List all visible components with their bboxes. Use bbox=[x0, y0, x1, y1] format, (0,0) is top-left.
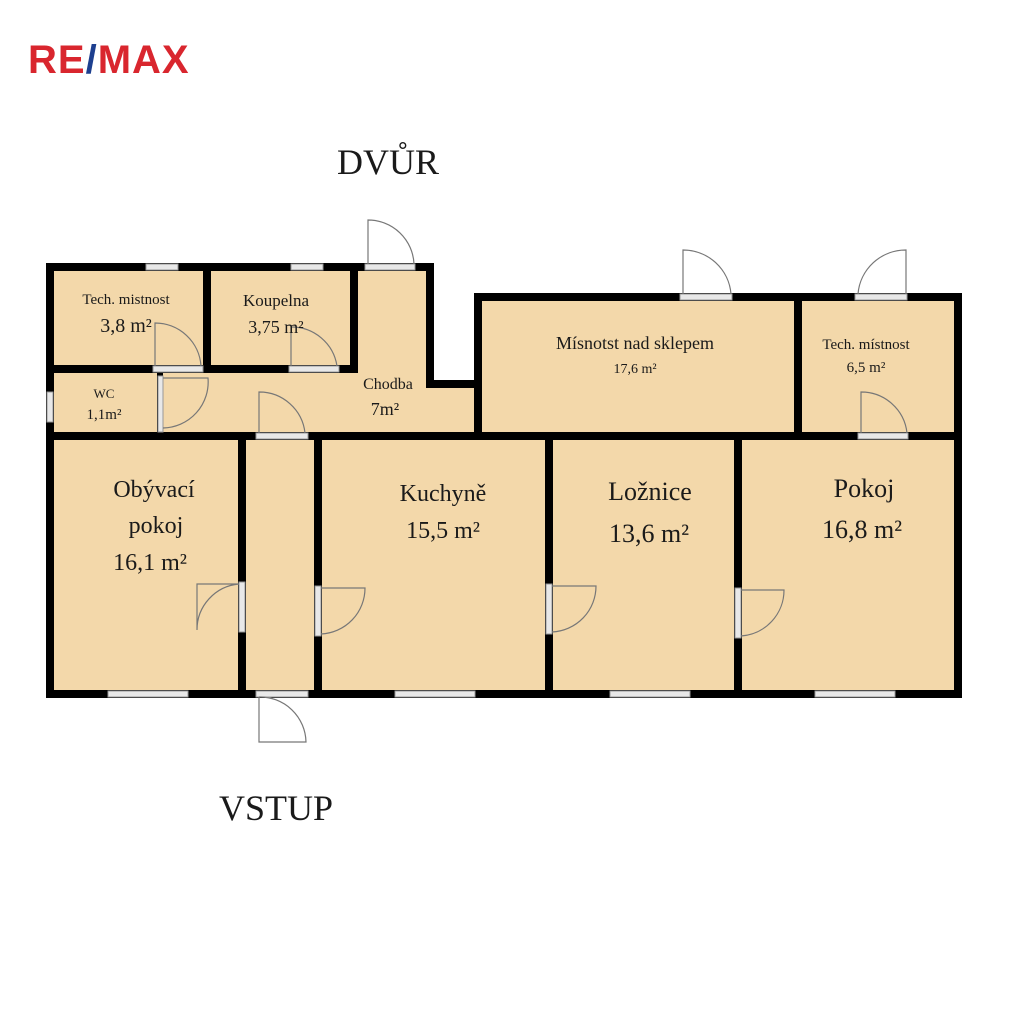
room-area: 1,1m² bbox=[87, 407, 122, 423]
room-area: 7m² bbox=[371, 399, 399, 419]
room-area: 3,8 m² bbox=[100, 315, 152, 337]
logo-text: MAX bbox=[97, 38, 190, 82]
room-name: Ložnice bbox=[608, 477, 692, 506]
room-name: Tech. mistnost bbox=[82, 292, 170, 308]
room-area: 16,8 m² bbox=[822, 515, 902, 544]
logo-text: RE bbox=[28, 38, 86, 82]
room-name: Pokoj bbox=[834, 474, 895, 503]
windows bbox=[46, 263, 909, 698]
room-name: Tech. místnost bbox=[822, 337, 910, 353]
remax-logo: RE/MAX bbox=[28, 38, 190, 83]
room-area: 3,75 m² bbox=[248, 317, 303, 337]
room-name: Mísnotst nad sklepem bbox=[556, 333, 714, 353]
room-area: 6,5 m² bbox=[847, 360, 886, 376]
floor-fill bbox=[50, 267, 958, 694]
room-name: Obývací bbox=[113, 477, 195, 503]
label-bottom: VSTUP bbox=[219, 788, 333, 828]
logo-slash: / bbox=[85, 38, 98, 82]
room-area: 17,6 m² bbox=[613, 362, 656, 377]
room-name: Kuchyně bbox=[400, 481, 487, 507]
room-area: 16,1 m² bbox=[113, 550, 187, 576]
room-area: 13,6 m² bbox=[609, 519, 689, 548]
label-top: DVŮR bbox=[337, 141, 439, 182]
room-name: Chodba bbox=[363, 376, 413, 393]
room-name: pokoj bbox=[129, 513, 184, 539]
room-name: Koupelna bbox=[243, 291, 310, 310]
room-area: 15,5 m² bbox=[406, 518, 480, 544]
door-swings[interactable] bbox=[154, 219, 908, 743]
room-name: WC bbox=[94, 386, 115, 401]
